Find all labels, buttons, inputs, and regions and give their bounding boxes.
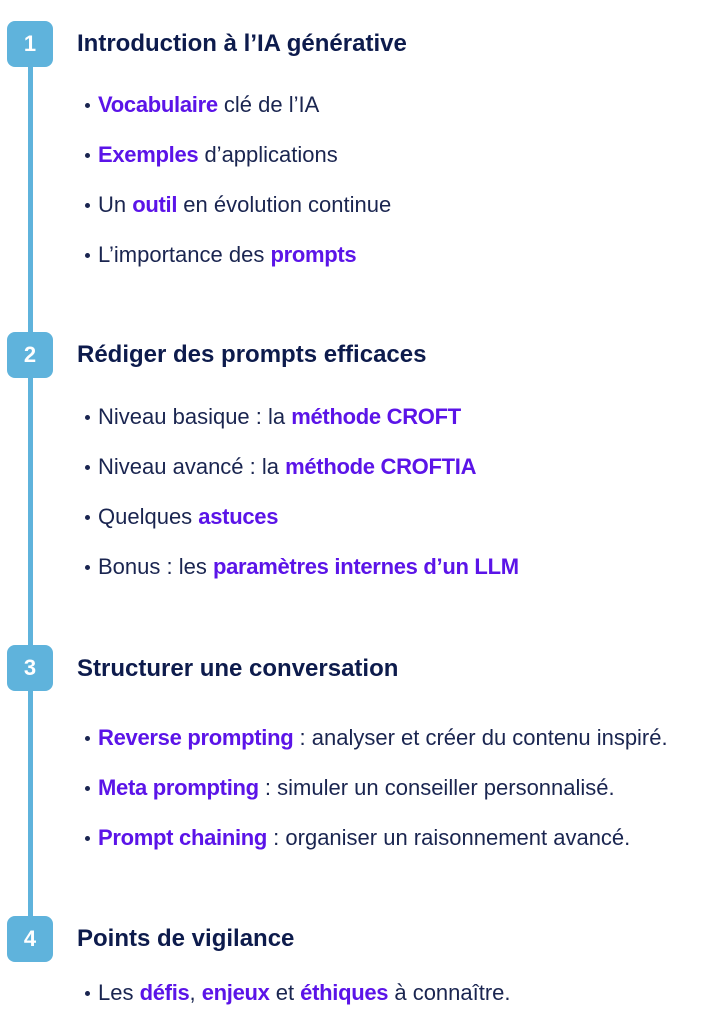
item-text: : analyser et créer du contenu inspiré. — [293, 725, 668, 750]
item-text: Quelques — [98, 504, 199, 529]
section-number-badge: 3 — [7, 645, 53, 691]
item-text: à connaître. — [388, 980, 511, 1005]
item-text: Un — [98, 192, 133, 217]
item-text: : organiser un raisonnement avancé. — [267, 825, 631, 850]
highlight-term: Meta prompting — [98, 775, 259, 800]
item-text: et — [269, 980, 301, 1005]
section-title: Rédiger des prompts efficaces — [77, 341, 427, 368]
highlight-term: Reverse prompting — [98, 725, 294, 750]
item-text: L’importance des — [98, 242, 271, 267]
highlight-term: enjeux — [201, 980, 270, 1005]
highlight-term: éthiques — [300, 980, 389, 1005]
item-text: , — [189, 980, 202, 1005]
highlight-term: méthode CROFTIA — [285, 454, 477, 479]
highlight-term: méthode CROFT — [291, 404, 461, 429]
list-item: Vocabulaire clé de l’IA — [84, 90, 391, 140]
section-number-badge: 2 — [7, 332, 53, 378]
highlight-term: Exemples — [98, 142, 199, 167]
item-text: Niveau basique : la — [98, 404, 292, 429]
item-text: Les — [98, 980, 140, 1005]
item-text: Niveau avancé : la — [98, 454, 286, 479]
timeline-line — [28, 40, 33, 940]
list-item: Quelques astuces — [85, 502, 519, 552]
highlight-term: défis — [139, 980, 190, 1005]
highlight-term: prompts — [270, 242, 357, 267]
list-item: Niveau basique : la méthode CROFT — [85, 402, 519, 452]
item-text: Bonus : les — [98, 554, 213, 579]
list-item: Les défis, enjeux et éthiques à connaîtr… — [85, 978, 511, 1028]
highlight-term: Vocabulaire — [98, 92, 218, 117]
item-text: clé de l’IA — [217, 92, 320, 117]
item-text: en évolution continue — [177, 192, 392, 217]
section-title: Introduction à l’IA générative — [77, 30, 407, 57]
section-items: Les défis, enjeux et éthiques à connaîtr… — [85, 978, 511, 1028]
section-number-badge: 4 — [7, 916, 53, 962]
item-text: : simuler un conseiller personnalisé. — [258, 775, 615, 800]
section-title: Structurer une conversation — [77, 655, 399, 682]
list-item: Un outil en évolution continue — [84, 190, 392, 240]
list-item: Exemples d’applications — [84, 140, 391, 190]
highlight-term: Prompt chaining — [98, 825, 268, 850]
section-items: Reverse prompting : analyser et créer du… — [85, 723, 668, 873]
section-title: Points de vigilance — [77, 925, 295, 952]
highlight-term: paramètres internes d’un LLM — [212, 554, 519, 579]
section-items: Vocabulaire clé de l’IA Exemples d’appli… — [84, 90, 392, 290]
highlight-term: outil — [132, 192, 178, 217]
section-number-badge: 1 — [7, 21, 53, 67]
highlight-term: astuces — [198, 504, 279, 529]
item-text: d’applications — [198, 142, 338, 167]
section-items: Niveau basique : la méthode CROFT Niveau… — [85, 402, 519, 602]
list-item: Meta prompting : simuler un conseiller p… — [85, 773, 668, 823]
list-item: Bonus : les paramètres internes d’un LLM — [85, 552, 519, 602]
list-item: Prompt chaining : organiser un raisonnem… — [85, 823, 668, 873]
list-item: L’importance des prompts — [84, 240, 391, 290]
list-item: Niveau avancé : la méthode CROFTIA — [85, 452, 519, 502]
list-item: Reverse prompting : analyser et créer du… — [85, 723, 668, 773]
